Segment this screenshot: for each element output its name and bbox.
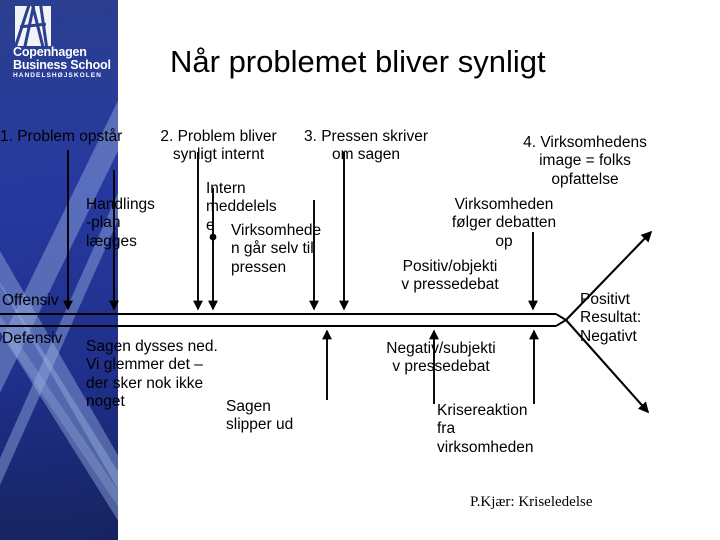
node-sagen-dysses-ned: Sagen dysses ned. Vi glemmer det – der s… xyxy=(86,338,218,410)
stage-header-2: 2. Problem bliver synligt internt xyxy=(160,128,277,164)
cbs-logo-text: Copenhagen Business School HANDELSHØJSKO… xyxy=(13,46,117,79)
result-label: Positivt Resultat: Negativt xyxy=(580,291,642,345)
node-negativ-pressedebat: Negativ/subjekti v pressedebat xyxy=(386,340,496,376)
node-intern-meddelelse: Intern meddelels e xyxy=(206,180,277,234)
node-positiv-pressedebat: Positiv/objekti v pressedebat xyxy=(401,258,499,294)
decorative-blue-band xyxy=(0,0,118,540)
cbs-logo: Copenhagen Business School HANDELSHØJSKO… xyxy=(4,4,116,82)
node-sagen-slipper-ud: Sagen slipper ud xyxy=(226,398,294,434)
cbs-logo-mark-icon xyxy=(15,6,51,46)
page-title: Når problemet bliver synligt xyxy=(170,44,546,79)
stage-header-3: 3. Pressen skriver om sagen xyxy=(303,128,429,164)
axis-label-defensiv: Defensiv xyxy=(2,330,63,347)
fork-lower-join xyxy=(555,319,567,327)
node-virksomheden-selv-til-pressen: Virksomhede n går selv til pressen xyxy=(231,222,322,276)
axis-label-offensiv: Offensiv xyxy=(2,292,59,309)
logo-line-2: Business School xyxy=(13,57,111,72)
node-folger-debatten-op: Virksomheden følger debatten op xyxy=(451,196,557,250)
logo-line-3: HANDELSHØJSKOLEN xyxy=(13,71,102,79)
logo-line-1: Copenhagen xyxy=(13,45,87,59)
stage-header-4: 4. Virksomhedens image = folks opfattels… xyxy=(523,134,647,188)
fork-upper-join xyxy=(555,313,567,321)
stage-header-1: 1. Problem opstår xyxy=(0,128,123,145)
node-krisereaktion: Krisereaktion fra virksomheden xyxy=(437,402,534,456)
footer-credit: P.Kjær: Kriseledelse xyxy=(470,494,593,510)
node-handlingsplan: Handlings -plan lægges xyxy=(86,196,155,250)
